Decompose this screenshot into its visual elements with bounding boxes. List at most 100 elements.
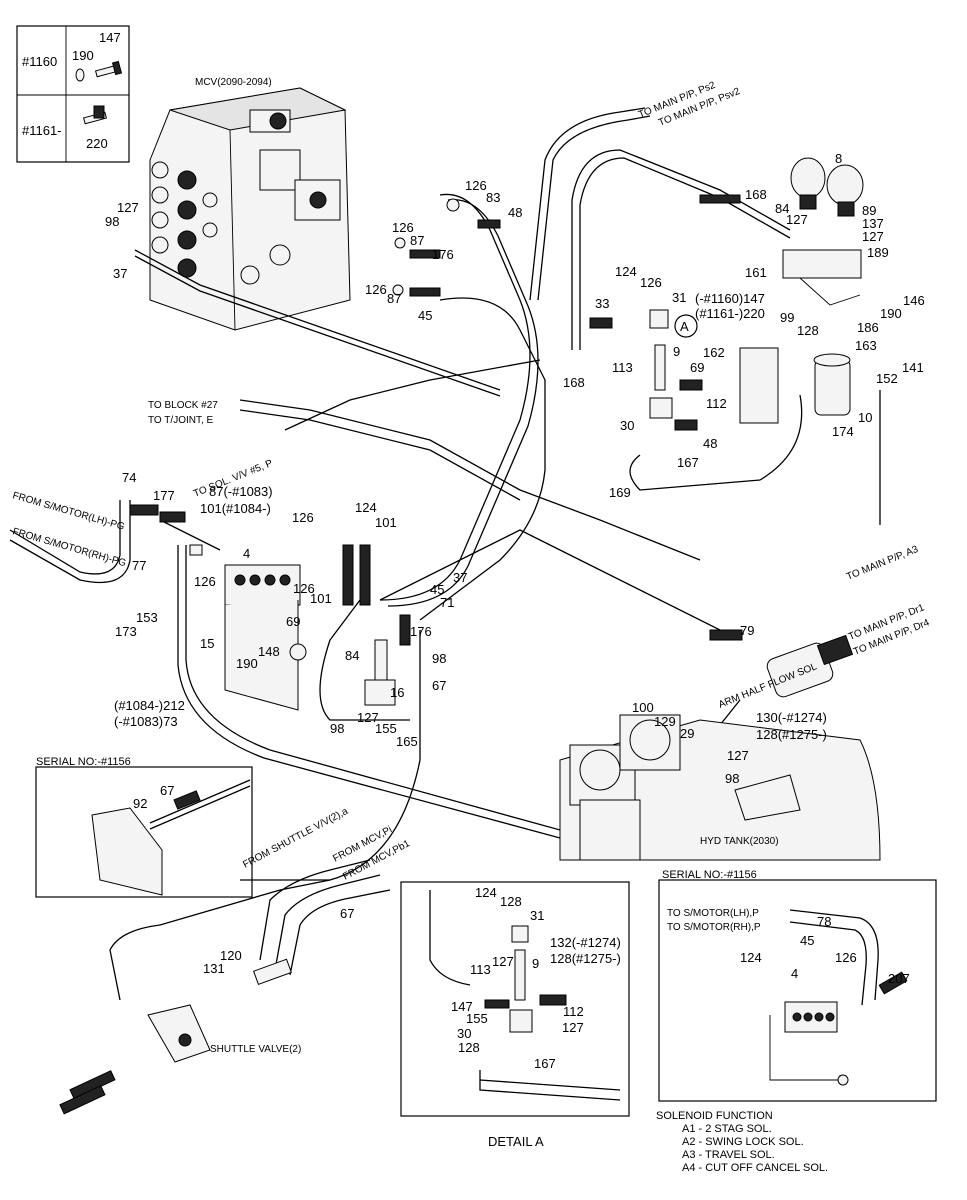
part-99: 99 xyxy=(780,310,794,325)
part-220: (#1161-)220 xyxy=(695,306,765,321)
dest-tjoint-e: TO T/JOINT, E xyxy=(148,415,214,426)
part-37: 37 xyxy=(113,266,127,281)
from-smotor-rh: FROM S/MOTOR(RH)-PG xyxy=(11,526,127,569)
shuttle-valve-label: SHUTTLE VALVE(2) xyxy=(210,1044,301,1055)
detail-30: 30 xyxy=(457,1026,471,1041)
solenoid-item-a3: A3 - TRAVEL SOL. xyxy=(682,1149,775,1161)
part-127c: 127 xyxy=(862,229,884,244)
part-33: 33 xyxy=(595,296,609,311)
bolt-icon xyxy=(94,60,123,78)
part-127a: 127 xyxy=(117,200,139,215)
part-69: 69 xyxy=(690,360,704,375)
detail-124: 124 xyxy=(475,885,497,900)
detail-127: 127 xyxy=(492,954,514,969)
part-10: 10 xyxy=(858,410,872,425)
part-126e: 126 xyxy=(292,510,314,525)
part-176a: 176 xyxy=(432,247,454,262)
part-113: 113 xyxy=(612,360,633,375)
part-30: 30 xyxy=(620,418,634,433)
part-176b: 176 xyxy=(410,624,432,639)
part-152: 152 xyxy=(876,371,898,386)
part-168b: 168 xyxy=(563,375,585,390)
table-part-147: 147 xyxy=(99,30,121,45)
part-31: 31 xyxy=(672,290,686,305)
table-part-220: 220 xyxy=(86,136,108,151)
part-126f: 126 xyxy=(194,574,216,589)
part-167: 167 xyxy=(677,455,699,470)
part-146: 146 xyxy=(903,293,925,308)
part-177: 177 xyxy=(153,488,175,503)
part-4: 4 xyxy=(243,546,250,561)
detail-132: 132(-#1274) xyxy=(550,935,621,950)
detail-147: 147 xyxy=(451,999,473,1014)
detail-a-box: 124 128 31 113 127 9 132(-#1274) 128(#12… xyxy=(400,881,630,1149)
part-169: 169 xyxy=(609,485,631,500)
part-148: 148 xyxy=(258,644,280,659)
part-128b: 128(#1275-) xyxy=(756,727,827,742)
part-124b: 124 xyxy=(355,500,377,515)
part-129: 129 xyxy=(654,714,676,729)
part-126c: 126 xyxy=(365,282,387,297)
part-127e: 127 xyxy=(727,748,749,763)
filter-canister xyxy=(813,353,851,416)
part-98a: 98 xyxy=(105,214,119,229)
part-87a: 87 xyxy=(410,233,424,248)
part-112: 112 xyxy=(706,396,727,411)
part-141: 141 xyxy=(902,360,924,375)
mcv-spools xyxy=(151,109,341,285)
part-212: (#1084-)212 xyxy=(114,698,185,713)
detail-128c: 128 xyxy=(458,1040,480,1055)
solenoid-item-a2: A2 - SWING LOCK SOL. xyxy=(682,1136,804,1148)
hyd-tank-label: HYD TANK(2030) xyxy=(700,836,779,847)
part-84: 84 xyxy=(775,201,789,216)
serial-right-124: 124 xyxy=(740,950,762,965)
part-45b: 45 xyxy=(430,582,444,597)
part-29: 29 xyxy=(680,726,694,741)
part-69b: 69 xyxy=(286,614,300,629)
to-smotor-rh: TO S/MOTOR(RH),P xyxy=(667,922,761,933)
solenoid-manifold-block xyxy=(224,564,307,711)
part-163: 163 xyxy=(855,338,877,353)
part-77: 77 xyxy=(132,558,146,573)
part-48: 48 xyxy=(508,205,522,220)
detail-155: 155 xyxy=(466,1011,488,1026)
mcv-label: MCV(2090-2094) xyxy=(195,77,272,88)
part-87b: 87 xyxy=(387,291,401,306)
part-callouts: 8 9 10 15 16 29 30 31 33 37 37 45 45 48 … xyxy=(105,151,925,786)
shuttle-part-131: 131 xyxy=(203,961,225,976)
table-part-190: 190 xyxy=(72,48,94,63)
part-168a: 168 xyxy=(745,187,767,202)
detail-9: 9 xyxy=(532,956,539,971)
part-87c: 87(-#1083) xyxy=(209,484,273,499)
serial-box-left: SERIAL NO:-#1156 92 67 xyxy=(35,756,253,898)
part-101b: 101 xyxy=(375,515,397,530)
solenoid-item-a4: A4 - CUT OFF CANCEL SOL. xyxy=(682,1162,829,1174)
accumulator-icon xyxy=(790,157,864,217)
part-74: 74 xyxy=(122,470,136,485)
serial-left-part-67: 67 xyxy=(160,783,174,798)
solenoid-function-legend: SOLENOID FUNCTION A1 - 2 STAG SOL. A2 - … xyxy=(656,1110,956,1175)
detail-a-marker: A xyxy=(674,314,698,338)
part-190a: 190 xyxy=(880,306,902,321)
part-127d: 127 xyxy=(357,710,379,725)
serial-right-45: 45 xyxy=(800,933,814,948)
part-126b: 126 xyxy=(392,220,414,235)
part-126g: 126 xyxy=(293,581,315,596)
part-98b: 98 xyxy=(432,651,446,666)
serial-right-207: 207 xyxy=(888,971,910,986)
dest-main-pp-a3: TO MAIN P/P, A3 xyxy=(845,544,920,583)
detail-127b: 127 xyxy=(562,1020,584,1035)
detail-a-title: DETAIL A xyxy=(488,1134,544,1149)
part-189: 189 xyxy=(867,245,889,260)
serial-left-part-92: 92 xyxy=(133,796,147,811)
detail-113: 113 xyxy=(470,962,491,977)
part-48b: 48 xyxy=(703,436,717,451)
washer-icon xyxy=(75,68,85,82)
shuttle-part-120: 120 xyxy=(220,948,242,963)
table-serial-1160: #1160 xyxy=(22,54,57,69)
part-16: 16 xyxy=(390,685,404,700)
part-190b: 190 xyxy=(236,656,258,671)
serial-right-126: 126 xyxy=(835,950,857,965)
part-101a: 101(#1084-) xyxy=(200,501,271,516)
